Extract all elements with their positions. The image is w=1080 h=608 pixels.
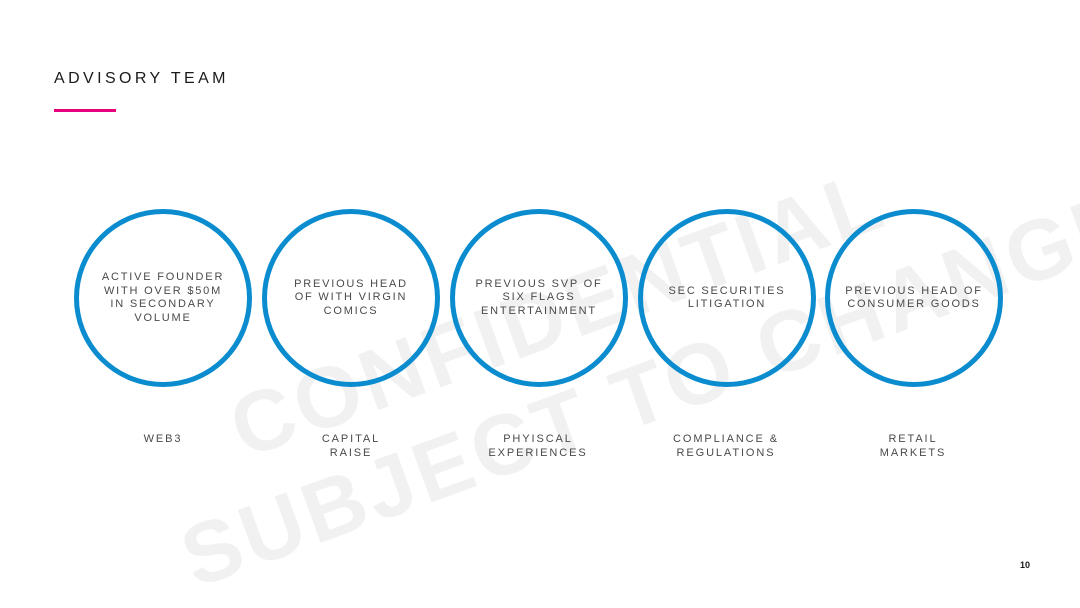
advisor-area-label-2: CAPITAL RAISE: [321, 433, 381, 459]
page-title: ADVISORY TEAM: [54, 70, 229, 87]
advisor-circle-2: PREVIOUS HEAD OF WITH VIRGIN COMICS: [262, 209, 440, 387]
advisor-circle-4: SEC SECURITIES LITIGATION: [638, 209, 816, 387]
advisor-description: PREVIOUS SVP OF SIX FLAGS ENTERTAINMENT: [475, 277, 603, 317]
advisor-area-label-3: PHYISCAL EXPERIENCES: [488, 433, 588, 459]
advisor-area-label-4: COMPLIANCE & REGULATIONS: [673, 433, 779, 459]
page-number: 10: [1019, 560, 1030, 570]
advisor-description: ACTIVE FOUNDER WITH OVER $50M IN SECONDA…: [101, 271, 225, 324]
advisor-description: PREVIOUS HEAD OF WITH VIRGIN COMICS: [294, 277, 408, 317]
title-accent-rule: [54, 109, 116, 112]
advisor-circle-5: PREVIOUS HEAD OF CONSUMER GOODS: [825, 209, 1003, 387]
advisor-description: SEC SECURITIES LITIGATION: [668, 284, 786, 311]
advisor-circle-1: ACTIVE FOUNDER WITH OVER $50M IN SECONDA…: [74, 209, 252, 387]
advisor-area-label-5: RETAIL MARKETS: [879, 433, 947, 459]
advisor-circle-3: PREVIOUS SVP OF SIX FLAGS ENTERTAINMENT: [450, 209, 628, 387]
advisor-description: PREVIOUS HEAD OF CONSUMER GOODS: [845, 284, 983, 311]
advisor-area-label-1: WEB3: [143, 433, 183, 445]
